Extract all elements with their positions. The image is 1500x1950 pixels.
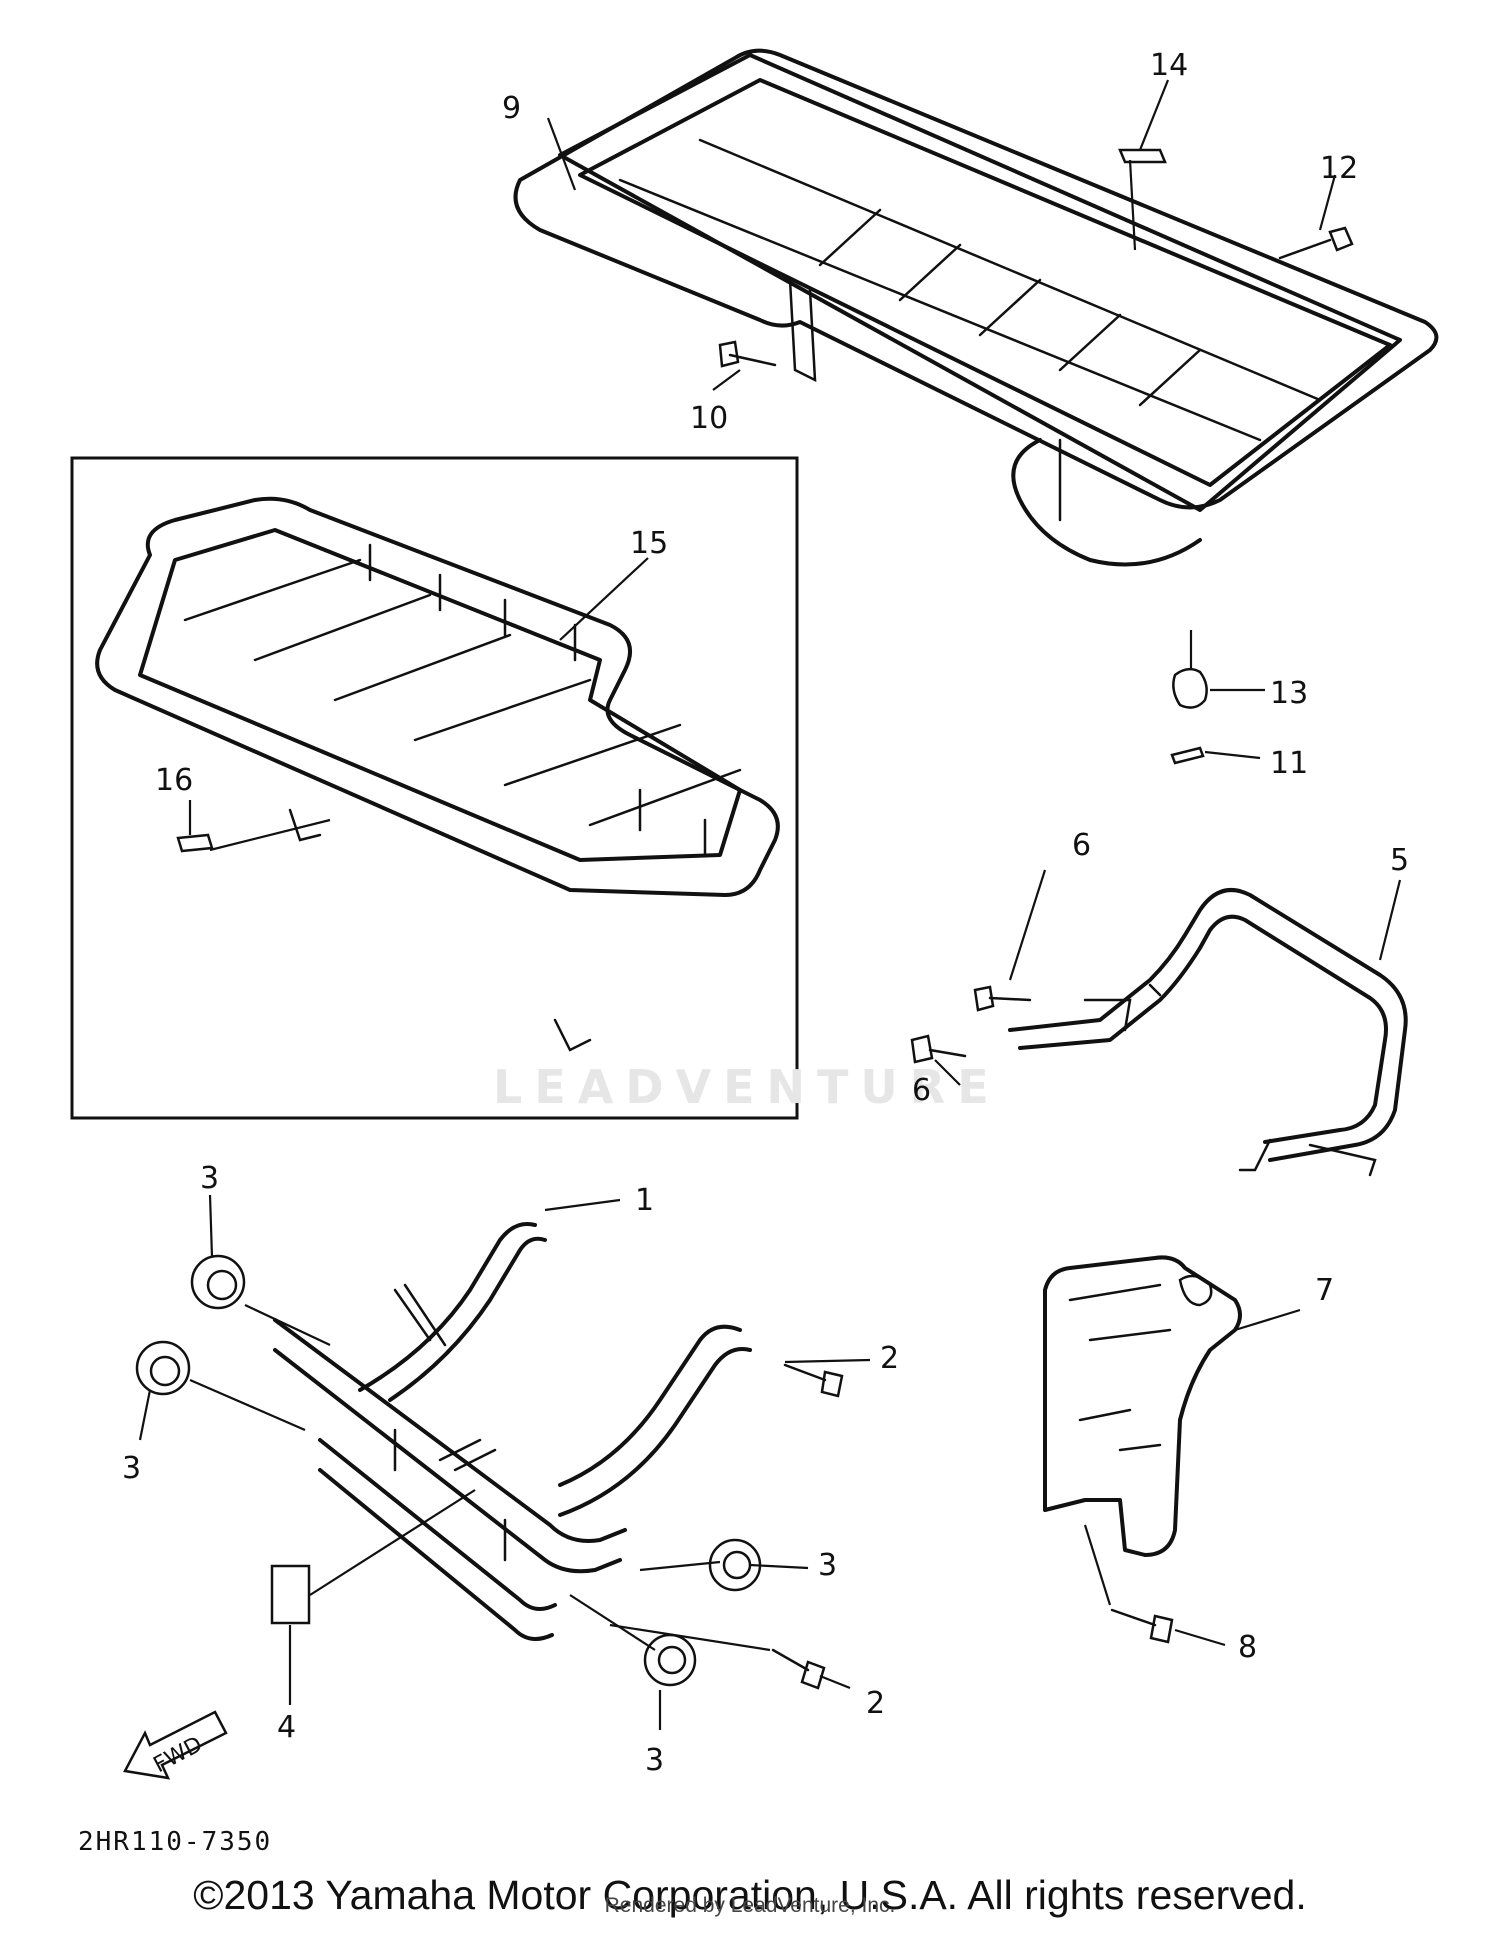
callout-15: 15: [630, 526, 668, 561]
callout-3-left: 3: [122, 1451, 141, 1486]
bolt-part-8: [1110, 1608, 1174, 1644]
callout-11: 11: [1270, 746, 1308, 781]
callout-3-right: 3: [818, 1548, 837, 1583]
damper-part-3-bottom: [643, 1633, 697, 1687]
callouts: 1 2 2 3 3 3 3 4 5 6 6 7 8 9 10 11 12 13 …: [122, 48, 1409, 1778]
callout-7: 7: [1315, 1273, 1334, 1308]
label-part-4: [270, 1564, 311, 1625]
label-part-16: [176, 833, 214, 853]
callout-16: 16: [155, 763, 193, 798]
pin-part-11: [1170, 746, 1205, 765]
watermark-text: LEADVENTURE: [493, 1060, 1001, 1114]
bolt-part-6-lower: [910, 1034, 967, 1064]
collar-part-13: [1172, 667, 1208, 709]
callout-12: 12: [1320, 151, 1358, 186]
bolt-part-2-lower: [771, 1648, 826, 1690]
callout-4: 4: [277, 1710, 296, 1745]
rear-carrier-part-9: [513, 48, 1439, 567]
bracket-part-7: [1043, 1255, 1242, 1557]
callout-3-bottom: 3: [645, 1743, 664, 1778]
label-part-14: [1118, 148, 1167, 164]
fwd-label: FWD: [150, 1732, 207, 1778]
callout-1: 1: [635, 1183, 654, 1218]
callout-2-lower: 2: [866, 1686, 885, 1721]
inset-frame: [70, 456, 799, 1120]
damper-part-3-left: [135, 1340, 191, 1396]
forward-arrow-icon: FWD: [123, 1710, 228, 1780]
bolt-part-10: [718, 340, 777, 368]
callout-6-upper: 6: [1072, 828, 1091, 863]
copyright-text: ©2013 Yamaha Motor Corporation, U.S.A. A…: [193, 1872, 1307, 1918]
front-bumper-part-1: [273, 1222, 752, 1641]
callout-8: 8: [1238, 1630, 1257, 1665]
bolt-part-6-upper: [973, 985, 1032, 1012]
bolt-part-2-upper: [783, 1363, 844, 1398]
leader-lines: [138, 79, 1402, 1730]
callout-5: 5: [1390, 843, 1409, 878]
grab-bar-part-5: [1008, 888, 1408, 1177]
callout-14: 14: [1150, 48, 1188, 83]
callout-13: 13: [1270, 676, 1308, 711]
callout-9: 9: [502, 91, 521, 126]
rendered-by-text: Rendered by LeadVenture, Inc.: [604, 1894, 896, 1917]
callout-2-upper: 2: [880, 1341, 899, 1376]
callout-6-lower: 6: [912, 1073, 931, 1108]
front-carrier-part-15: [95, 496, 780, 1052]
callout-10: 10: [690, 401, 728, 436]
damper-part-3-top-left: [190, 1254, 246, 1310]
diagram-code: 2HR110-7350: [78, 1827, 272, 1857]
callout-3-top-left: 3: [200, 1161, 219, 1196]
bolt-part-12: [1278, 226, 1354, 260]
